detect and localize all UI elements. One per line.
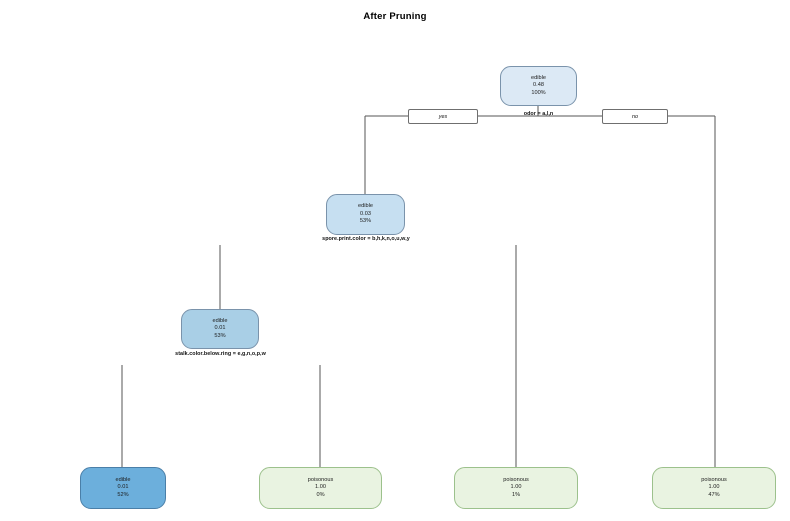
tree-leaf-edible[interactable]: edible 0.01 52% [80,467,166,509]
tree-leaf-poisonous-1[interactable]: poisonous 1.00 0% [259,467,382,509]
split-label-spore-print-color: spore.print.color = b,h,k,n,o,u,w,y [322,236,410,242]
node-percent: 53% [359,218,372,225]
node-class-label: poisonous [503,476,529,483]
tree-node-spore-print-color[interactable]: edible 0.03 53% [326,194,405,235]
node-class-label: edible [115,476,131,483]
node-probability: 0.48 [533,82,544,89]
node-percent: 47% [708,491,720,498]
node-percent: 1% [511,491,521,498]
node-percent: 0% [316,491,325,498]
edge-label-no[interactable]: no [602,109,668,124]
tree-leaf-poisonous-3[interactable]: poisonous 1.00 47% [652,467,776,509]
node-class-label: edible [531,74,546,81]
node-percent: 52% [117,491,129,498]
split-label-stalk-color-below-ring: stalk.color.below.ring = e,g,n,o,p,w [175,351,266,357]
node-probability: 1.00 [315,484,326,491]
node-probability: 0.03 [360,210,371,217]
node-class-label: poisonous [701,476,727,483]
node-probability: 1.00 [708,484,720,491]
edge-label-yes[interactable]: yes [408,109,478,124]
split-label-root: odor = a,l,n [523,111,554,117]
node-probability: 0.01 [214,325,226,332]
node-percent: 53% [214,332,226,339]
node-probability: 0.01 [117,484,129,491]
page-title: After Pruning [363,11,427,22]
node-class-label: poisonous [307,476,334,483]
tree-node-root[interactable]: edible 0.48 100% [500,66,577,106]
node-probability: 1.00 [510,484,522,491]
tree-node-stalk-color-below-ring[interactable]: edible 0.01 53% [181,309,259,349]
node-class-label: edible [358,203,373,210]
node-class-label: edible [212,317,228,324]
tree-leaf-poisonous-2[interactable]: poisonous 1.00 1% [454,467,578,509]
node-percent: 100% [531,89,546,96]
